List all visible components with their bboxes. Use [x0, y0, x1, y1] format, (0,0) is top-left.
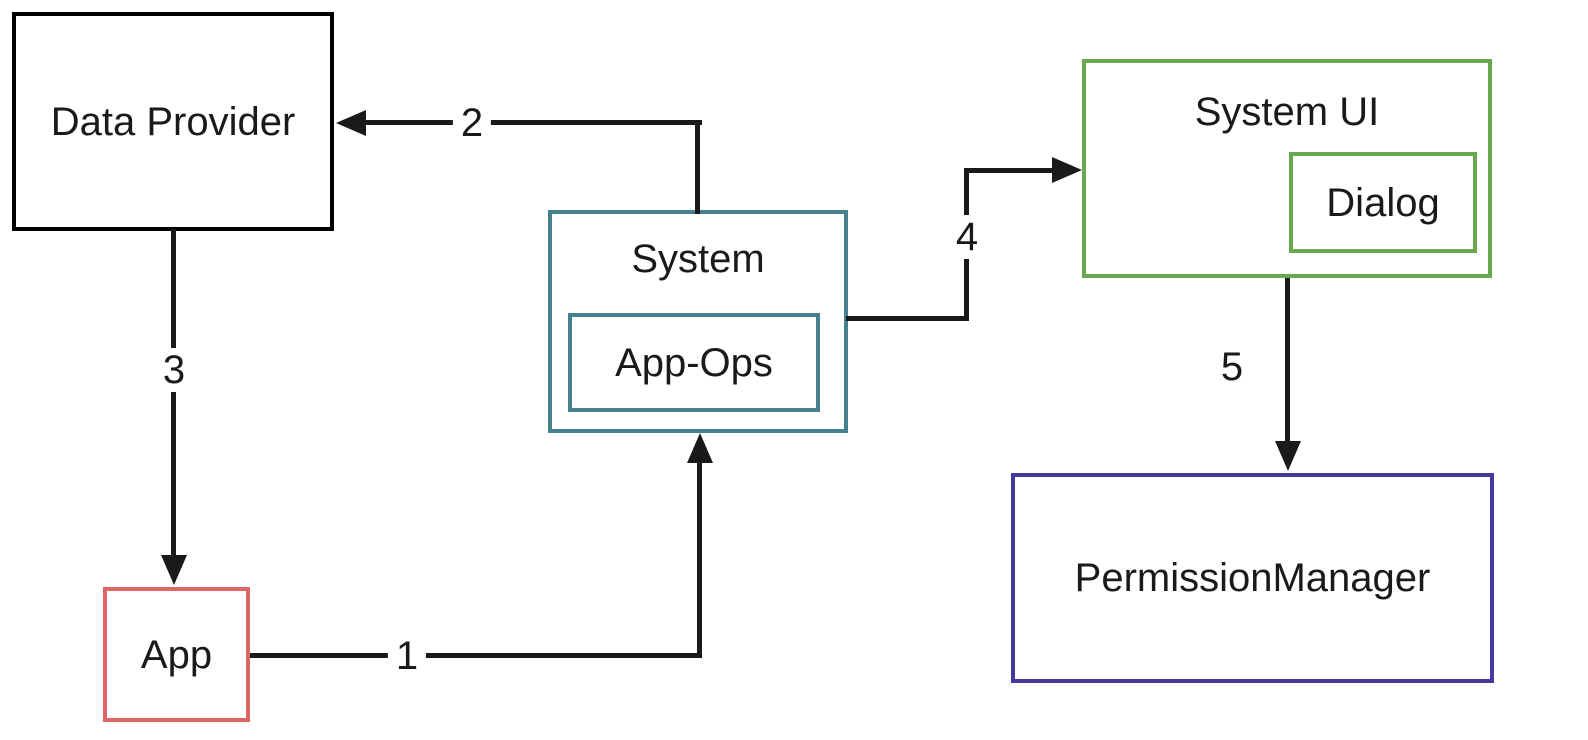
node-dialog-label: Dialog	[1326, 180, 1440, 225]
edge-1-arrowhead-up-icon	[687, 433, 713, 463]
edge-4-line-horizontal-upper	[964, 168, 1056, 173]
edge-2-arrowhead-left-icon	[336, 110, 366, 136]
node-data-provider-label: Data Provider	[50, 99, 296, 144]
node-system-ui-label: System UI	[1194, 90, 1380, 134]
node-app-ops: App-Ops	[568, 313, 820, 412]
edge-1-line-vertical	[697, 459, 702, 658]
edge-4-arrowhead-right-icon	[1052, 157, 1082, 183]
node-app: App	[103, 587, 250, 722]
node-system-label: System	[631, 237, 765, 281]
node-app-label: App	[140, 632, 213, 677]
node-permission-manager-label: PermissionManager	[1074, 556, 1431, 600]
edge-2-line-vertical	[695, 120, 700, 214]
node-data-provider: Data Provider	[12, 12, 334, 231]
node-app-ops-label: App-Ops	[615, 340, 773, 385]
edge-3-line-vertical	[171, 229, 176, 559]
edge-2-label: 2	[452, 101, 492, 145]
edge-5-arrowhead-down-icon	[1275, 441, 1301, 471]
node-permission-manager: PermissionManager	[1011, 473, 1494, 683]
edge-5-label: 5	[1212, 345, 1252, 389]
edge-3-arrowhead-down-icon	[161, 555, 187, 585]
edge-3-label: 3	[154, 348, 194, 392]
edge-5-line-vertical	[1285, 278, 1290, 445]
edge-2-line-horizontal	[362, 120, 702, 125]
edge-1-label: 1	[387, 634, 427, 678]
node-dialog: Dialog	[1289, 152, 1477, 253]
edge-1-line-horizontal	[250, 653, 702, 658]
edge-4-label: 4	[947, 215, 987, 259]
edge-4-line-horizontal-lower	[846, 316, 969, 321]
